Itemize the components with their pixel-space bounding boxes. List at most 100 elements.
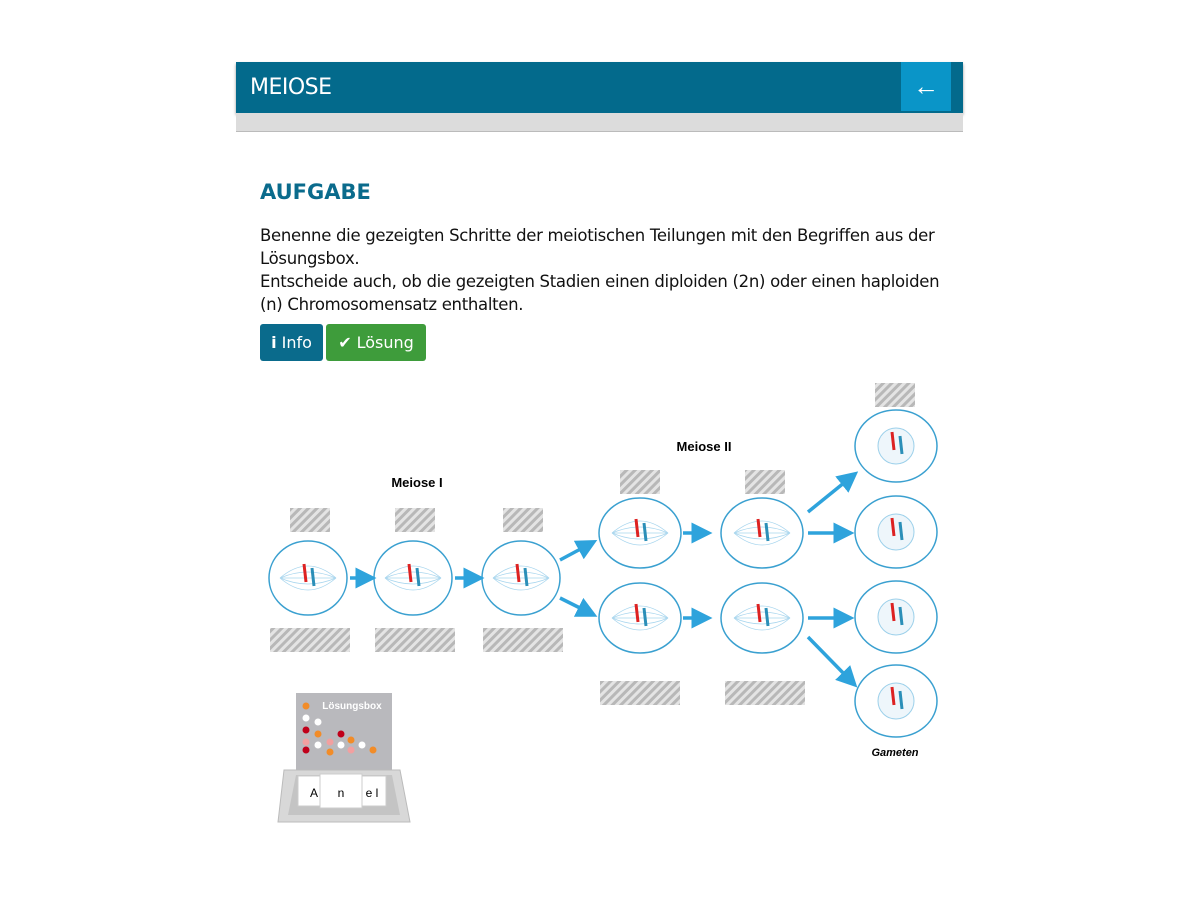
task-line-2: Entscheide auch, ob die gezeigten Stadie…	[260, 272, 940, 314]
chromosome	[310, 567, 316, 587]
nucleus	[877, 598, 915, 636]
answer-drop-zone[interactable]	[503, 508, 543, 532]
decor-dot	[326, 738, 334, 746]
spindle-fiber	[492, 577, 550, 591]
chromosome	[756, 603, 762, 623]
spindle-fiber	[384, 577, 442, 591]
decor-dot	[314, 730, 322, 738]
decor-dot	[337, 730, 345, 738]
spindle-fiber	[492, 577, 550, 585]
decor-dot	[302, 726, 310, 734]
header-bar	[236, 113, 963, 132]
chromosome	[415, 567, 421, 587]
solution-button[interactable]: ✔Lösung	[326, 324, 426, 361]
spindle-fiber	[611, 617, 669, 631]
arrow	[806, 471, 859, 514]
decor-dot	[326, 748, 334, 756]
arrow	[559, 596, 598, 617]
spindle-fiber	[733, 532, 791, 546]
card-text: n	[338, 786, 345, 800]
spindle-fiber	[279, 571, 337, 579]
chromosome	[764, 607, 770, 627]
spindle-fiber	[733, 617, 791, 631]
spindle-fiber	[279, 577, 337, 585]
decor-dot	[369, 746, 377, 754]
decor-dot	[358, 741, 366, 749]
nucleus	[877, 427, 915, 465]
gametes-label: Gameten	[871, 747, 918, 759]
answer-drop-zone[interactable]	[375, 628, 455, 652]
spindle-fiber	[611, 611, 669, 619]
answer-drop-zone[interactable]	[725, 681, 805, 705]
spindle-fiber	[733, 611, 791, 619]
chromosome	[756, 518, 762, 538]
decor-dot	[314, 741, 322, 749]
arrow	[559, 540, 598, 562]
info-icon: i	[271, 333, 277, 352]
answer-drop-zone[interactable]	[875, 383, 915, 407]
decor-dot	[302, 746, 310, 754]
spindle-fiber	[611, 617, 669, 625]
decor-dot	[314, 718, 322, 726]
chromosome	[890, 602, 896, 622]
spindle-fiber	[733, 617, 791, 625]
answer-drop-zone[interactable]	[270, 628, 350, 652]
answer-card[interactable]	[319, 773, 363, 809]
chromosome	[898, 690, 904, 710]
decor-dot	[302, 714, 310, 722]
answer-drop-zone[interactable]	[290, 508, 330, 532]
spindle-fiber	[733, 526, 791, 534]
nucleus	[877, 513, 915, 551]
decor-dot	[337, 741, 345, 749]
card-text: e l	[366, 786, 379, 800]
chromosome	[642, 522, 648, 542]
spindle-fiber	[611, 532, 669, 540]
spindle-fiber	[733, 520, 791, 534]
answer-drop-zone[interactable]	[600, 681, 680, 705]
chromosome	[407, 563, 413, 583]
chromosome	[898, 435, 904, 455]
spindle-fiber	[279, 565, 337, 579]
decor-dot	[302, 702, 310, 710]
chromosome	[764, 522, 770, 542]
answer-drop-zone[interactable]	[483, 628, 563, 652]
spindle-fiber	[611, 526, 669, 534]
spindle-fiber	[384, 571, 442, 579]
solution-box-title: Lösungsbox	[322, 701, 382, 712]
task-line-1: Benenne die gezeigten Schritte der meiot…	[260, 226, 935, 268]
chromosome	[898, 521, 904, 541]
solution-box[interactable]: Lösungsbox A n e l	[277, 693, 411, 823]
back-button[interactable]: ←	[901, 62, 951, 111]
meiose2-label: Meiose II	[677, 439, 732, 454]
chromosome	[642, 607, 648, 627]
chromosome	[890, 431, 896, 451]
spindle-fiber	[733, 532, 791, 540]
check-icon: ✔	[338, 333, 352, 352]
app-header: MEIOSE ←	[236, 62, 963, 113]
spindle-fiber	[384, 565, 442, 579]
page-title: MEIOSE	[250, 75, 332, 100]
spindle-fiber	[384, 577, 442, 585]
decor-dot	[347, 736, 355, 744]
answer-drop-zone[interactable]	[745, 470, 785, 494]
decor-dot	[302, 738, 310, 746]
chromosome	[890, 517, 896, 537]
chromosome	[634, 603, 640, 623]
decor-dot	[347, 746, 355, 754]
solution-label: Lösung	[356, 333, 414, 352]
chromosome	[898, 606, 904, 626]
task-heading: AUFGABE	[260, 180, 371, 204]
spindle-fiber	[611, 520, 669, 534]
answer-drop-zone[interactable]	[395, 508, 435, 532]
chromosome	[523, 567, 529, 587]
answer-drop-zone[interactable]	[620, 470, 660, 494]
spindle-fiber	[492, 571, 550, 579]
task-text: Benenne die gezeigten Schritte der meiot…	[260, 224, 950, 316]
card-text: A	[310, 786, 318, 800]
arrow-left-icon: ←	[913, 71, 939, 101]
chromosome	[515, 563, 521, 583]
spindle-fiber	[492, 565, 550, 579]
spindle-fiber	[611, 532, 669, 546]
